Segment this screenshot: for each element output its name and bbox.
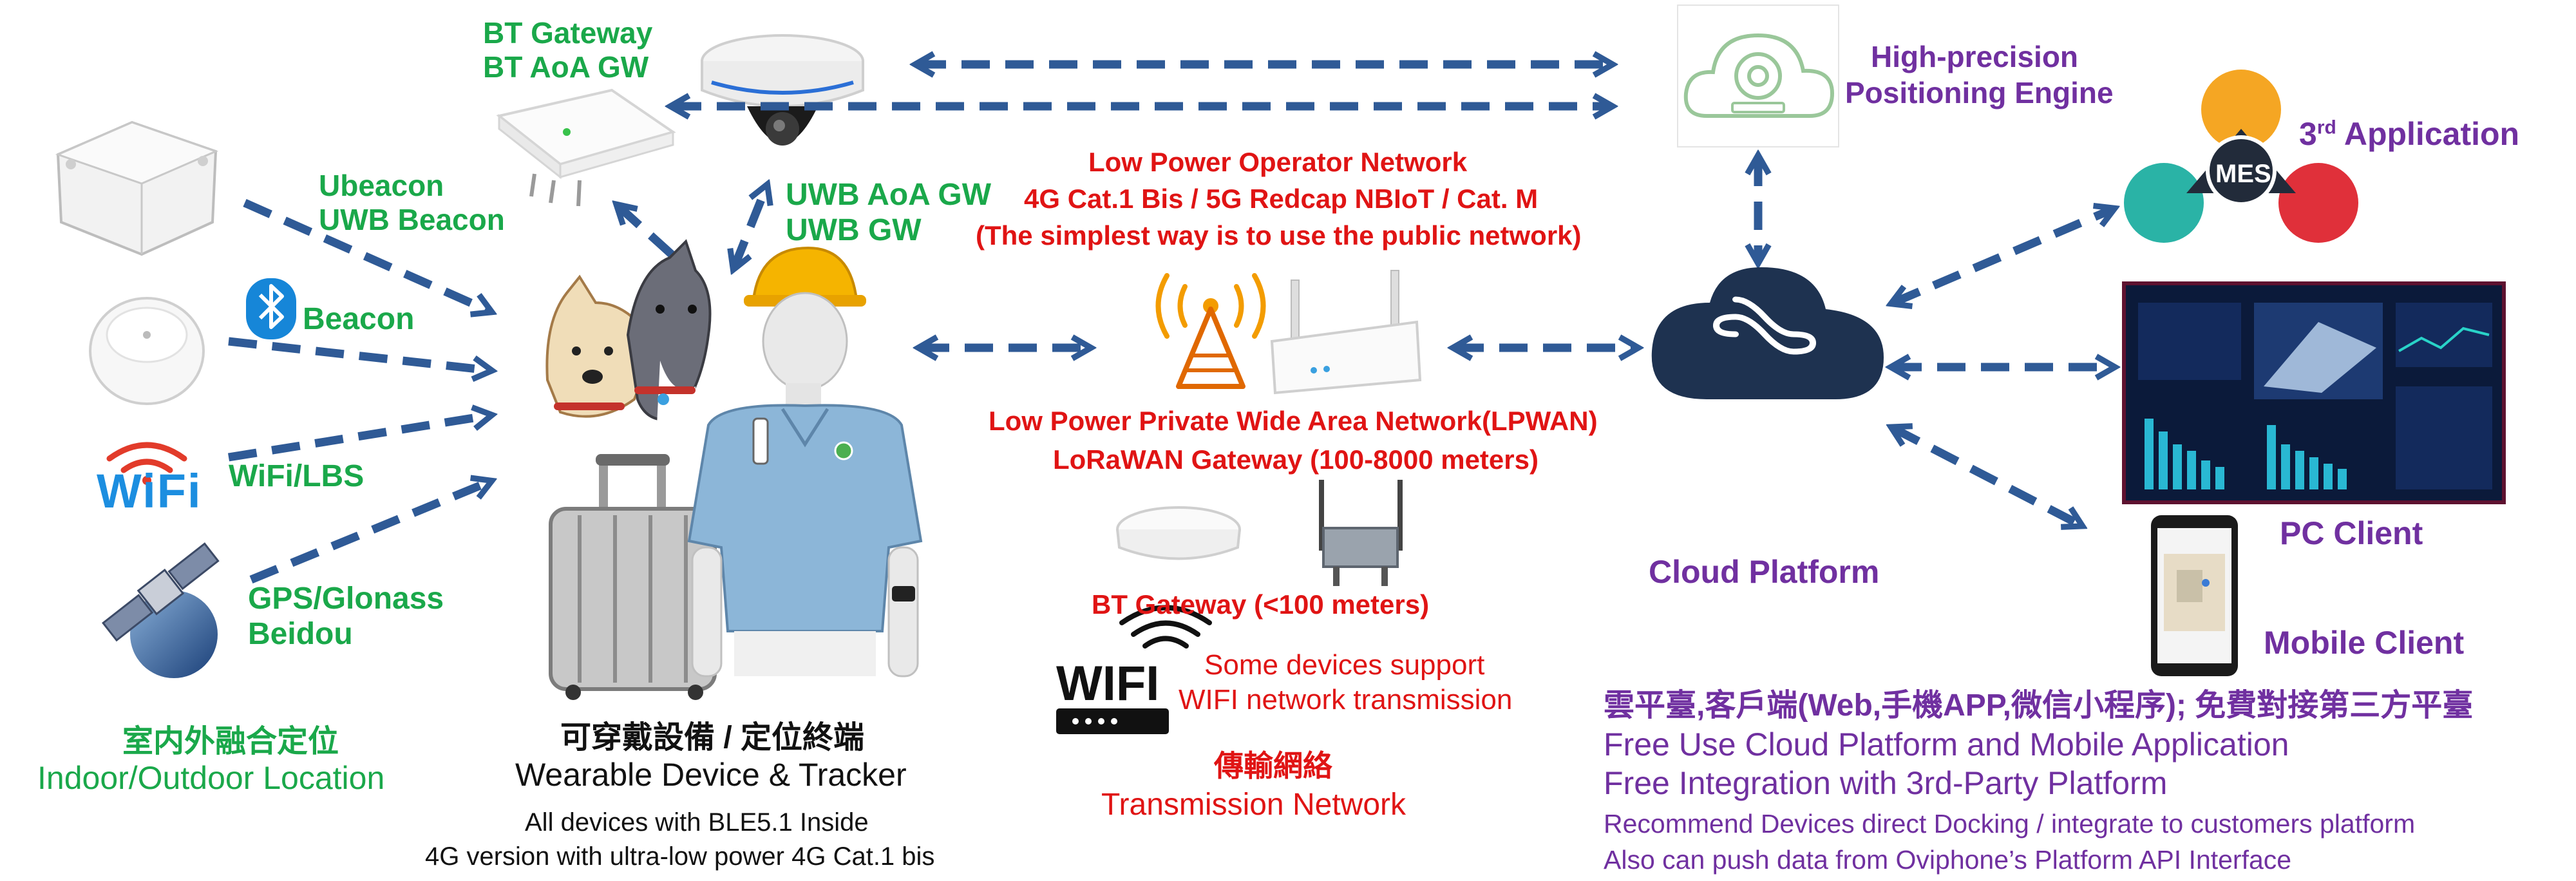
gateway-arrows — [618, 64, 1610, 267]
wifi-note-line2: WIFI network transmission — [1179, 684, 1513, 715]
cloud-platform-label: Cloud Platform — [1649, 554, 1880, 590]
location-cn-label: 室内外融合定位 — [122, 725, 339, 759]
lorawan-gateway-icon — [1319, 480, 1403, 586]
platform-note-en1: Free Use Cloud Platform and Mobile Appli… — [1604, 726, 2289, 763]
gps-satellite-icon — [102, 542, 220, 678]
ceiling-bt-gateway-icon — [1116, 506, 1241, 560]
wifi-lbs-label: WiFi/LBS — [229, 459, 365, 493]
platform-note-en2: Free Integration with 3rd-Party Platform — [1604, 765, 2168, 801]
pc-dashboard-icon — [2122, 281, 2506, 504]
wifi-router-icon — [1056, 605, 1212, 734]
pet-dogs-icon — [545, 239, 712, 425]
wearable-title-cn: 可穿戴設備 / 定位終端 — [560, 721, 865, 755]
wifi-router-logo-text: WIFI — [1056, 656, 1160, 711]
wifi-logo-icon — [106, 442, 187, 485]
wifi-logo-text: WiFi — [97, 464, 202, 518]
bt-gateway-device-icon — [496, 88, 676, 207]
operator-network-line2: 4G Cat.1 Bis / 5G Redcap NBIoT / Cat. M — [1024, 184, 1539, 214]
transmission-network-en: Transmission Network — [1101, 788, 1406, 822]
cloud-platform-icon — [1651, 267, 1884, 399]
engine-label-line2: Positioning Engine — [1845, 76, 2114, 109]
platform-note-cn: 雲平臺,客戶端(Web,手機APP,微信小程序); 免費對接第三方平臺 — [1604, 688, 2474, 723]
cloud-app-arrows — [1893, 209, 2112, 525]
mes-triangle-icon — [2124, 70, 2358, 243]
cell-tower-icon — [1155, 273, 1266, 389]
waterproof-box-device-icon — [55, 120, 219, 256]
mobile-phone-icon — [2151, 515, 2238, 676]
engine-label-line1: High-precision — [1871, 40, 2079, 73]
wearable-note-4g: 4G version with ultra-low power 4G Cat.1… — [425, 842, 935, 871]
lpwan-line2: LoRaWAN Gateway (100-8000 meters) — [1053, 444, 1539, 475]
operator-network-line3: (The simplest way is to use the public n… — [976, 220, 1582, 251]
bluetooth-icon — [246, 278, 296, 339]
worker-mannequin-icon — [687, 246, 923, 677]
mes-label: MES — [2215, 160, 2271, 188]
bt-gateway-range-label: BT Gateway (<100 meters) — [1092, 589, 1430, 620]
dashboard-bars — [2145, 419, 2347, 489]
lpwan-line1: Low Power Private Wide Area Network(LPWA… — [989, 406, 1598, 436]
operator-network-title: Low Power Operator Network — [1088, 147, 1468, 177]
wearable-note-ble: All devices with BLE5.1 Inside — [525, 808, 869, 837]
transmission-network-cn: 傳輸網絡 — [1214, 749, 1332, 782]
platform-note-small2: Also can push data from Oviphone’s Platf… — [1604, 845, 2292, 875]
positioning-engine-cloud-icon — [1677, 5, 1839, 147]
source-arrows — [227, 199, 489, 584]
platform-note-small1: Recommend Devices direct Docking / integ… — [1604, 809, 2416, 838]
uwb-dome-gateway-icon — [701, 34, 864, 146]
4g-router-icon — [1270, 270, 1422, 395]
mobile-client-label: Mobile Client — [2264, 625, 2465, 661]
round-beacon-icon — [89, 297, 205, 405]
beacon-label: Beacon — [303, 302, 415, 336]
wearable-title-en: Wearable Device & Tracker — [515, 757, 907, 793]
wifi-note-line1: Some devices support — [1204, 649, 1485, 681]
pc-client-label: PC Client — [2280, 515, 2423, 551]
third-application-label: 3rd Application — [2299, 116, 2520, 152]
suitcase-icon — [549, 454, 717, 700]
location-en-label: Indoor/Outdoor Location — [37, 760, 385, 796]
